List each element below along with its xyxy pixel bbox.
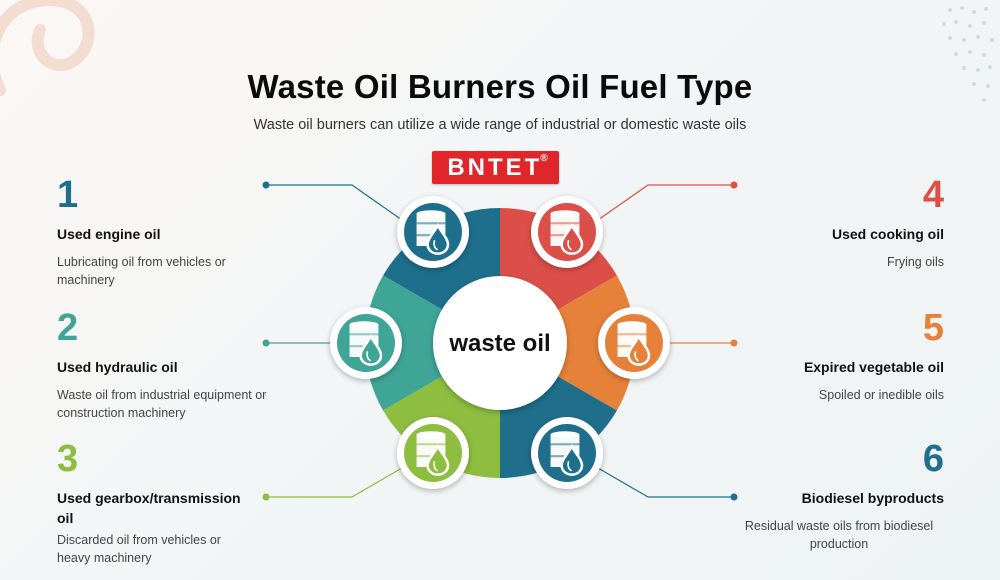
decorative-dots <box>942 6 994 102</box>
fuel-type-item-4: 4 Used cooking oil Frying oils <box>704 176 944 271</box>
item-description: Lubricating oil from vehicles or machine… <box>57 255 226 287</box>
item-name: Biodiesel byproducts <box>801 490 944 506</box>
page-subtitle: Waste oil burners can utilize a wide ran… <box>253 117 747 133</box>
item-name: Used gearbox/transmission oil <box>57 490 241 526</box>
item-number: 2 <box>57 307 79 349</box>
item-name: Used engine oil <box>57 226 161 242</box>
badge-6 <box>531 417 603 489</box>
decorative-swirl <box>0 0 95 96</box>
fuel-type-item-1: 1 Used engine oil Lubricating oil from v… <box>57 176 297 289</box>
item-number: 4 <box>922 174 944 216</box>
fuel-type-item-5: 5 Expired vegetable oil Spoiled or inedi… <box>704 309 944 404</box>
fuel-type-item-2: 2 Used hydraulic oil Waste oil from indu… <box>57 309 297 422</box>
brand-logo: BNTET® <box>432 151 559 184</box>
item-description: Waste oil from industrial equipment or c… <box>57 388 267 420</box>
connector-6 <box>597 467 734 498</box>
connectors <box>262 181 738 501</box>
registered-mark: ® <box>540 153 548 164</box>
item-number: 6 <box>922 438 944 480</box>
badge-3 <box>397 417 469 489</box>
page-title: Waste Oil Burners Oil Fuel Type <box>247 68 753 105</box>
connector-1 <box>266 184 403 221</box>
fuel-type-item-6: 6 Biodiesel byproducts Residual waste oi… <box>704 440 944 553</box>
item-name: Used cooking oil <box>831 226 944 242</box>
segment-2 <box>365 275 500 411</box>
item-number: 5 <box>922 307 944 349</box>
item-number: 3 <box>57 438 79 480</box>
segment-5 <box>500 275 635 411</box>
center-circle <box>433 276 567 410</box>
connector-3 <box>266 467 403 498</box>
badge-5 <box>598 307 670 379</box>
item-number: 1 <box>57 174 79 216</box>
center-label: waste oil <box>448 330 550 357</box>
badge-4 <box>531 196 603 268</box>
badge-1 <box>397 196 469 268</box>
item-description: Residual waste oils from biodiesel produ… <box>744 519 934 551</box>
connector-4 <box>597 184 734 221</box>
badge-2 <box>330 307 402 379</box>
item-description: Spoiled or inedible oils <box>818 388 944 402</box>
item-description: Discarded oil from vehicles or heavy mac… <box>57 533 221 565</box>
item-name: Expired vegetable oil <box>803 359 944 375</box>
item-description: Frying oils <box>887 255 944 269</box>
fuel-type-item-3: 3 Used gearbox/transmission oil Discarde… <box>57 440 297 567</box>
logo-text: BNTET <box>447 154 543 181</box>
item-name: Used hydraulic oil <box>57 359 178 375</box>
